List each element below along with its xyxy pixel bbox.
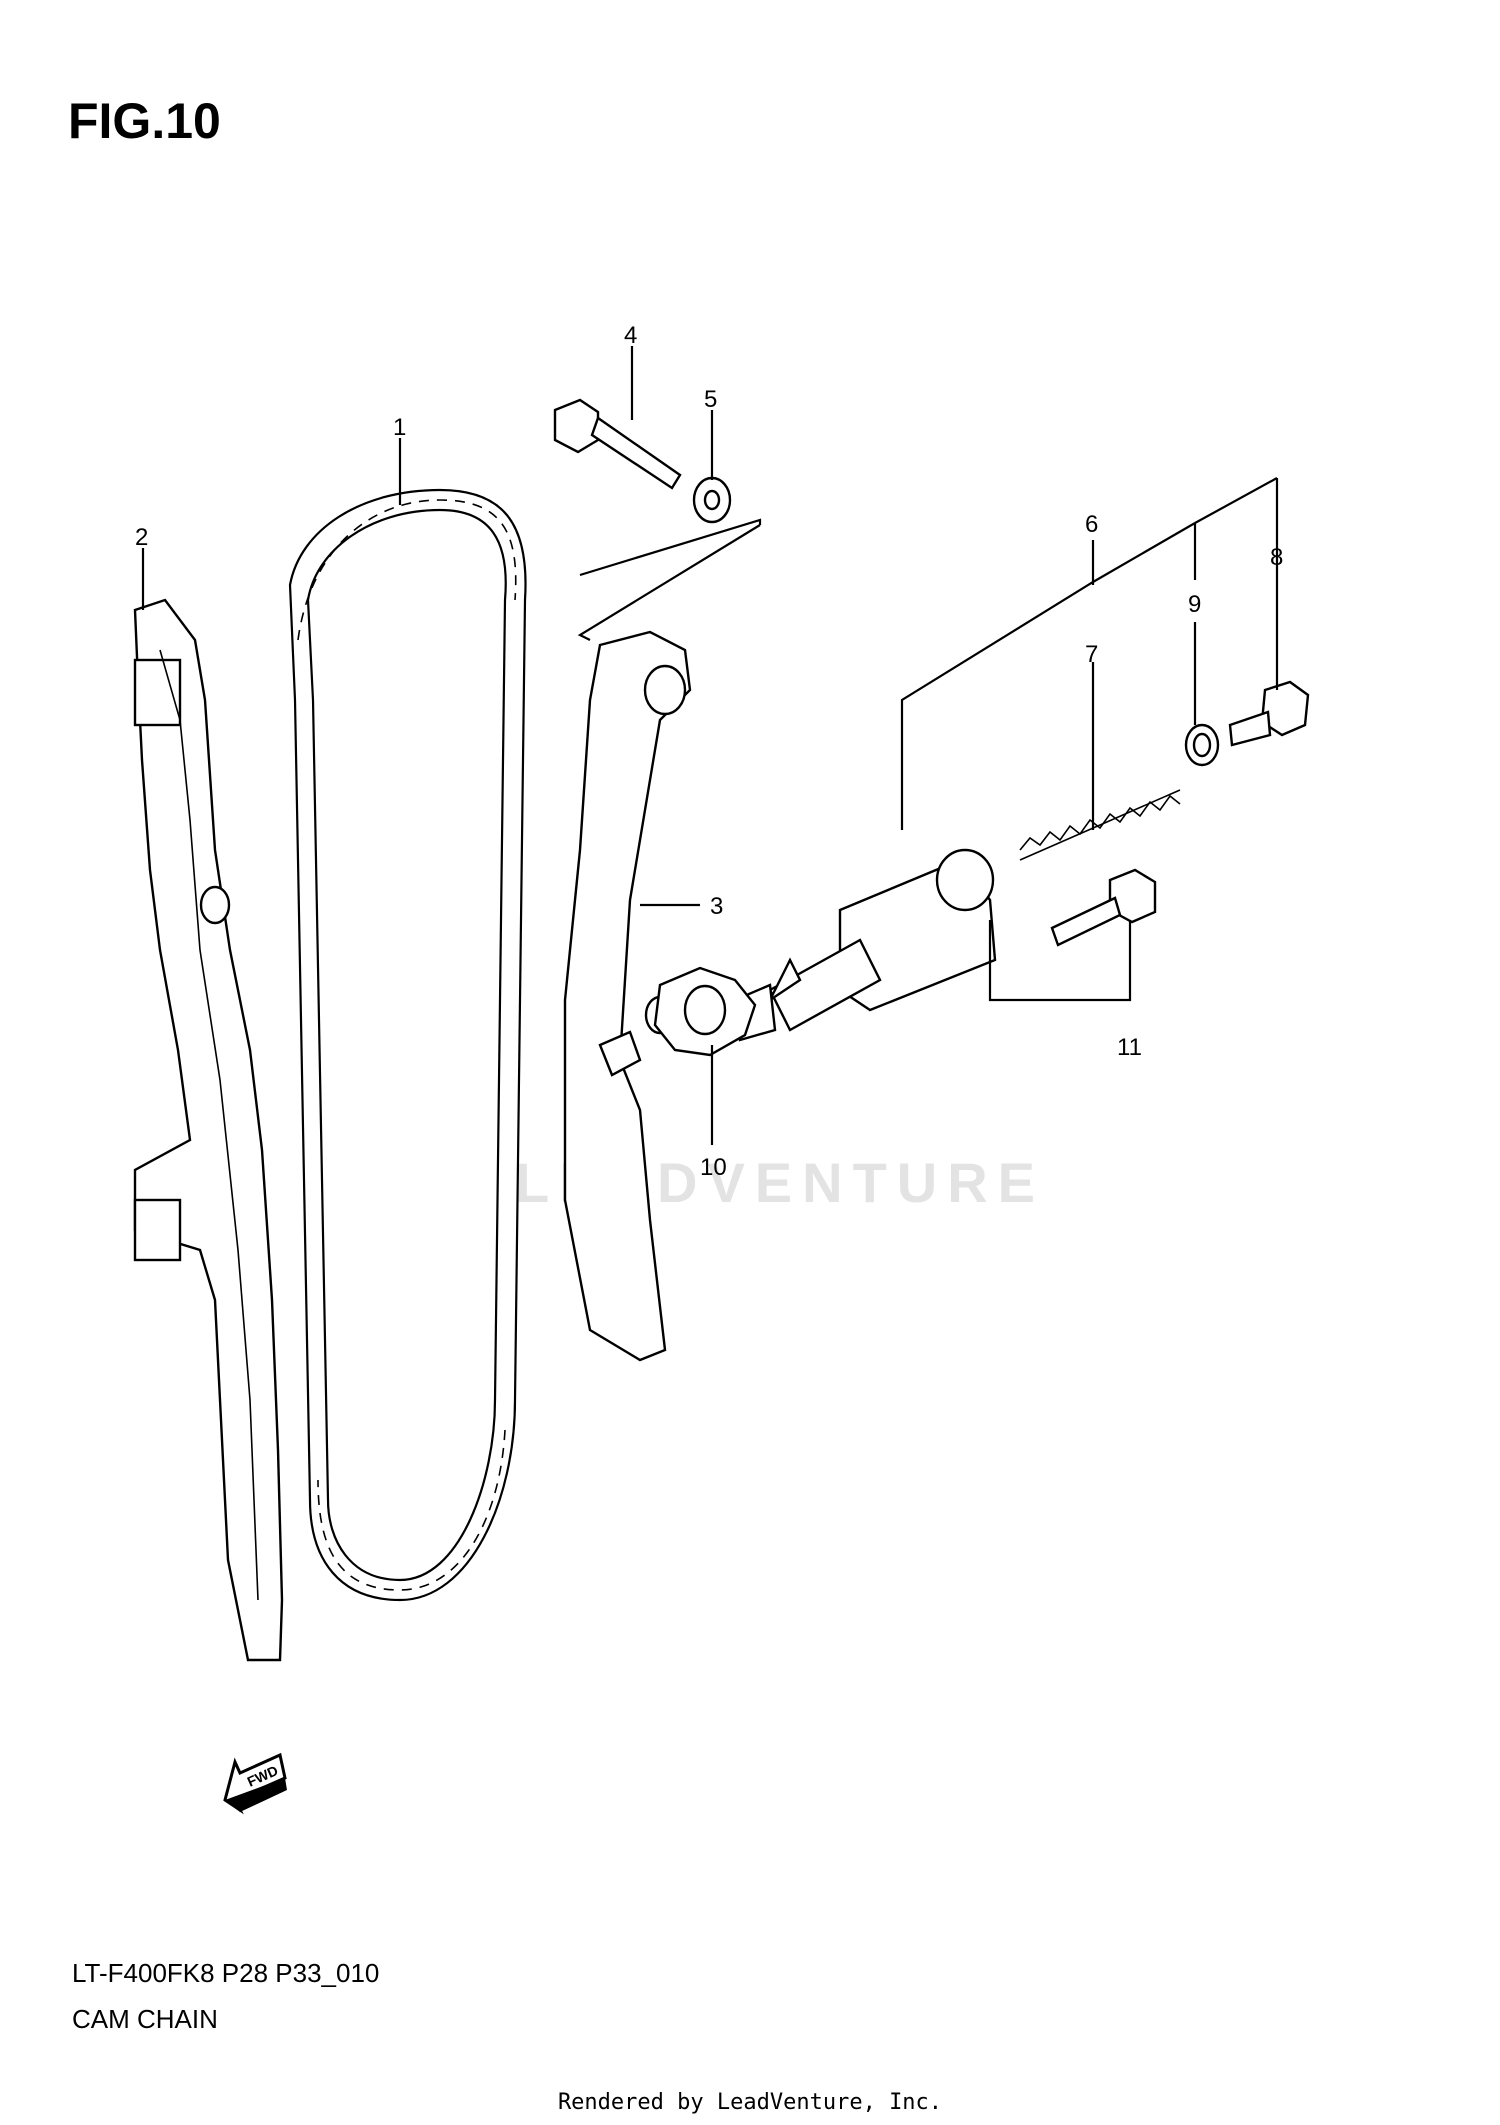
callout-4: 4 xyxy=(624,322,637,349)
leader-lines xyxy=(141,346,1279,1145)
part-8-plug-bolt[interactable] xyxy=(1228,680,1310,747)
callout-1: 1 xyxy=(393,414,406,441)
callout-11: 11 xyxy=(1117,1034,1142,1061)
part-9-gasket[interactable] xyxy=(1184,723,1220,767)
model-code: LT-F400FK8 P28 P33_010 xyxy=(72,1958,380,1988)
callout-3: 3 xyxy=(710,893,723,920)
callout-6: 6 xyxy=(1085,511,1098,538)
forward-arrow-icon: FWD xyxy=(223,1752,287,1815)
part-4-bolt[interactable] xyxy=(553,398,682,490)
part-11-bolt[interactable] xyxy=(1050,868,1157,947)
section-name: CAM CHAIN xyxy=(72,2004,218,2034)
callout-10: 10 xyxy=(700,1154,727,1181)
part-5-washer[interactable] xyxy=(692,476,732,524)
part-3-tensioner-guide[interactable] xyxy=(563,630,692,1362)
callout-8: 8 xyxy=(1270,544,1283,571)
figure-title: FIG.10 xyxy=(68,93,221,149)
callout-5: 5 xyxy=(704,386,717,413)
part-7-spring[interactable] xyxy=(1019,789,1181,861)
render-credit: Rendered by LeadVenture, Inc. xyxy=(557,2090,943,2115)
callout-7: 7 xyxy=(1085,641,1098,668)
part-10-gasket[interactable] xyxy=(653,966,757,1057)
part-2-chain-guide[interactable] xyxy=(133,598,284,1662)
callout-9: 9 xyxy=(1188,591,1201,618)
callout-2: 2 xyxy=(135,524,148,551)
part-1-cam-chain[interactable] xyxy=(288,488,527,1602)
